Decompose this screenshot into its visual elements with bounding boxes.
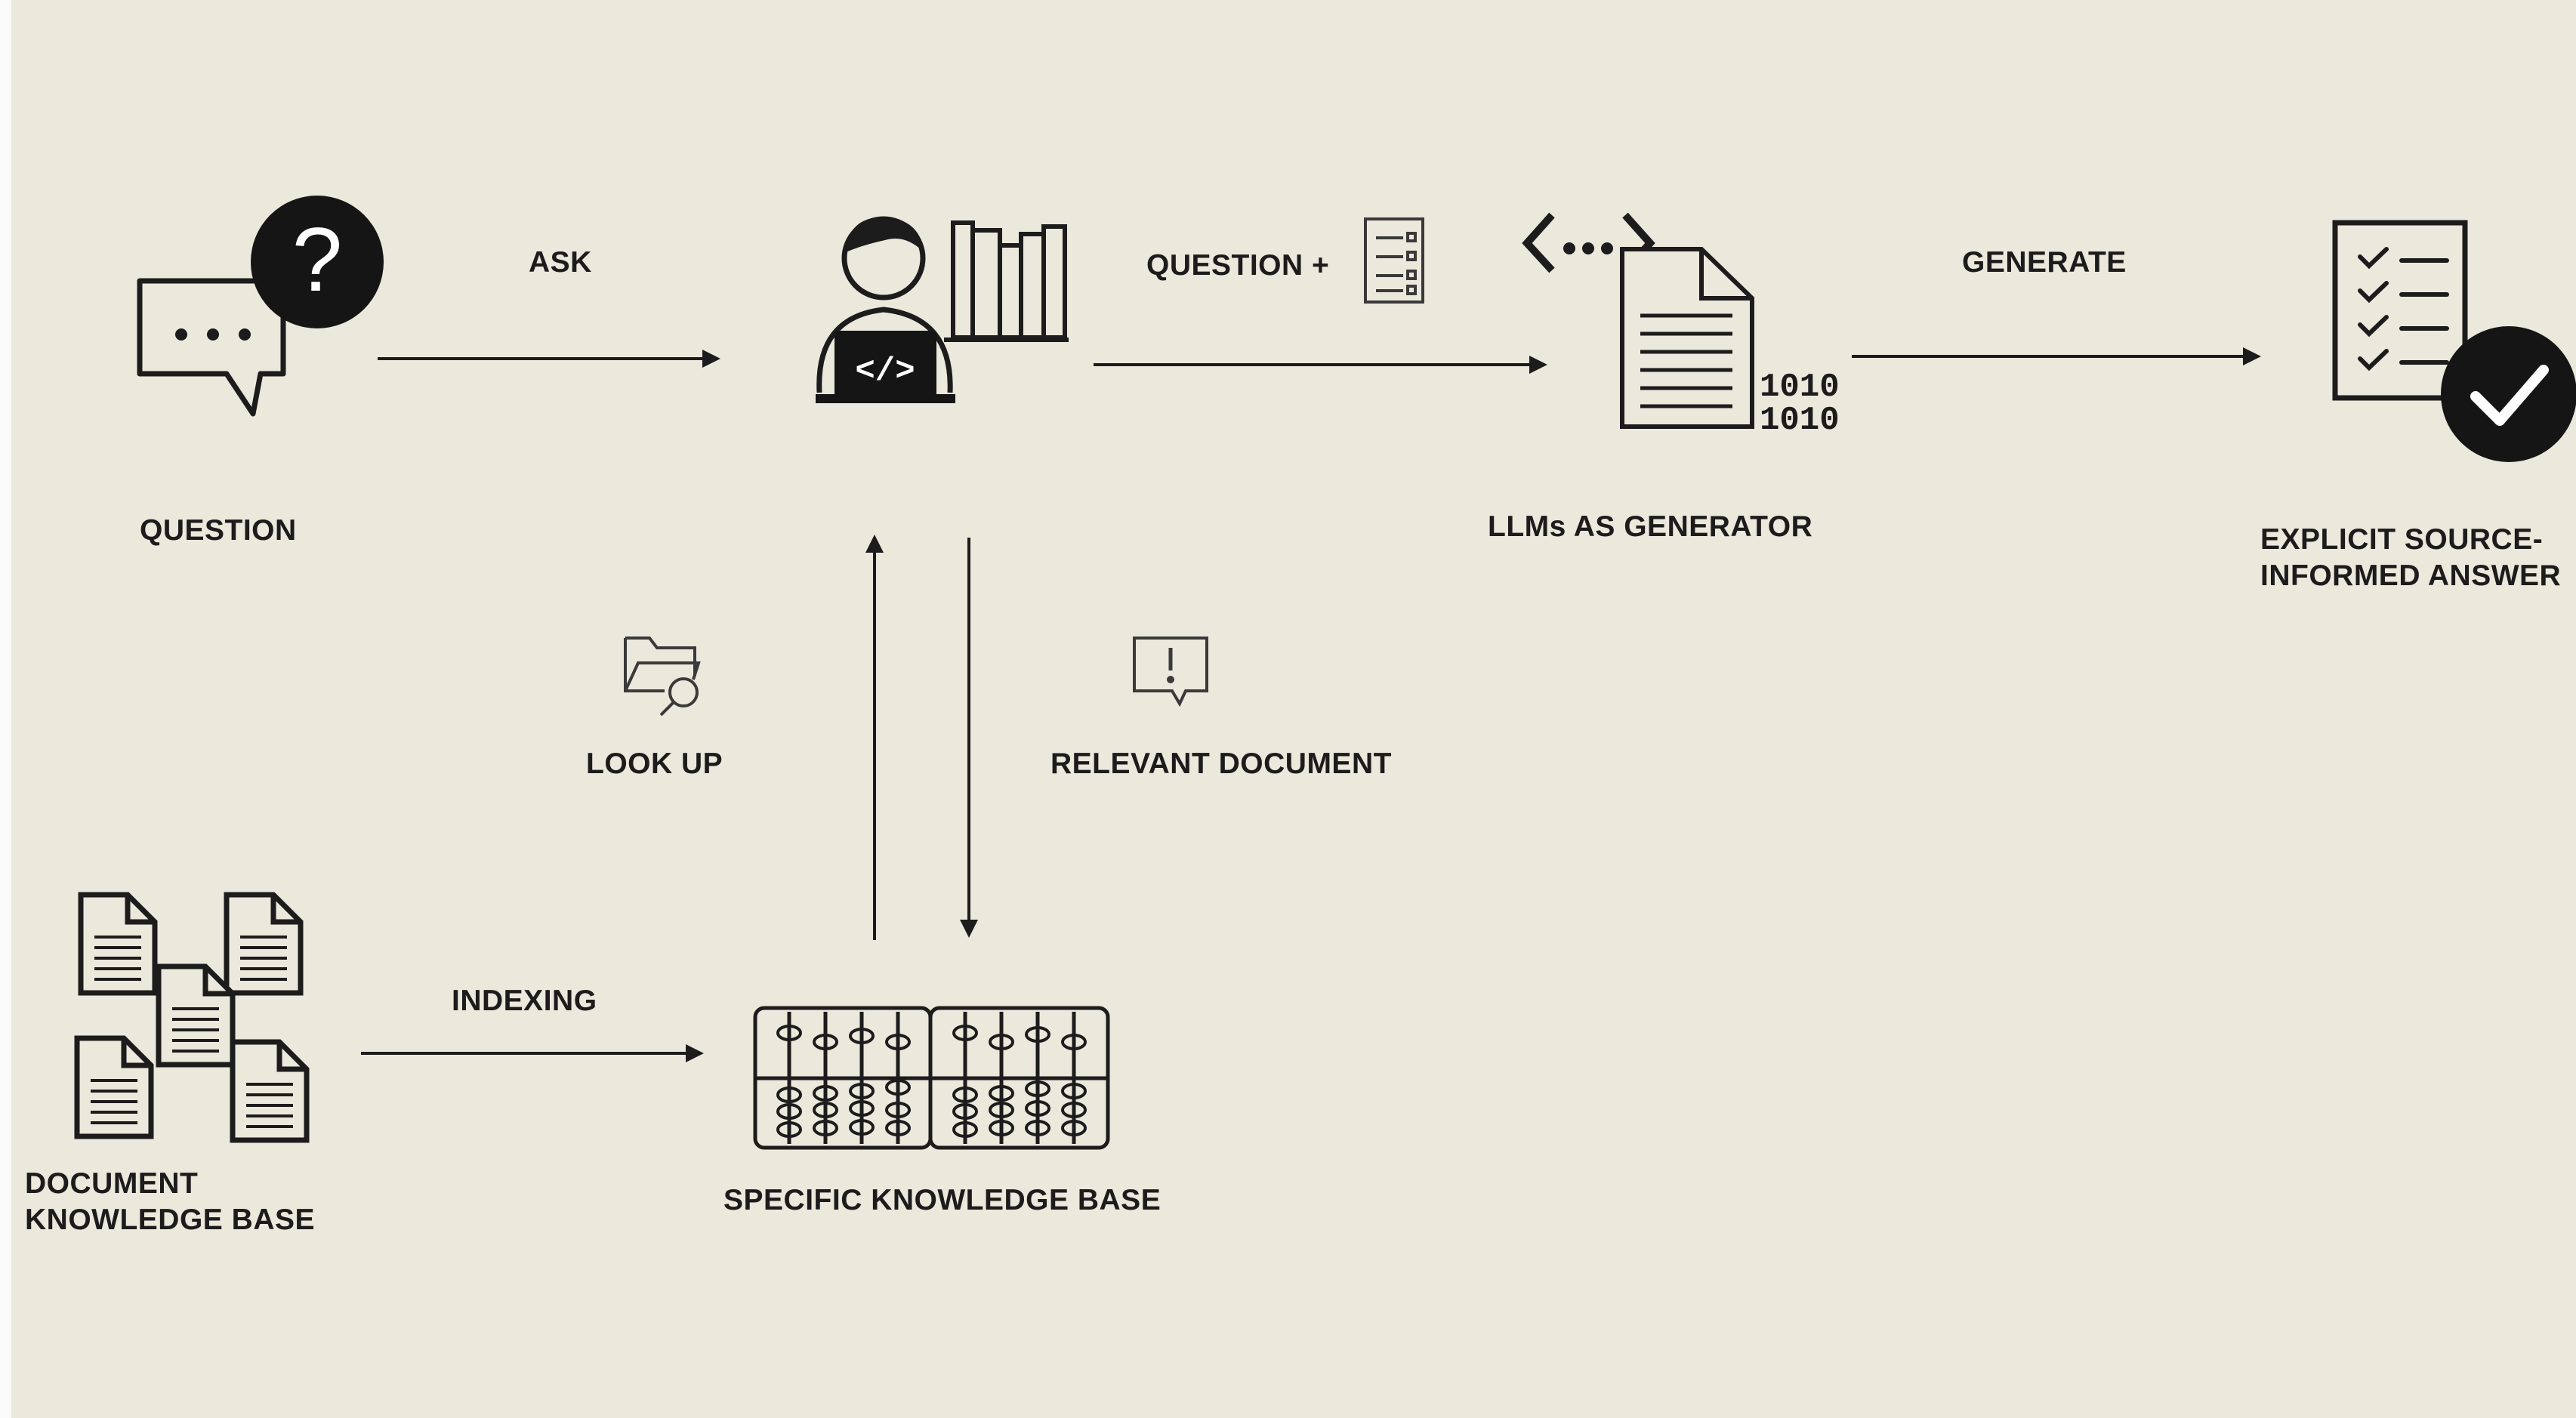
indexing-label: INDEXING: [452, 985, 597, 1017]
alert-speech-bubble-icon: [1133, 637, 1208, 707]
developer-laptop-books-icon: </>: [816, 216, 1069, 403]
speech-bubble-question-icon: ?: [137, 196, 384, 417]
ask-label: ASK: [529, 246, 592, 279]
diagram-canvas: [11, 0, 2576, 1418]
question-label: QUESTION: [140, 514, 297, 547]
explicit-answer-label-line2: INFORMED ANSWER: [2260, 559, 2562, 592]
explicit-answer-label-line1: EXPLICIT SOURCE-: [2260, 523, 2544, 556]
question-mark-glyph: ?: [292, 209, 343, 310]
svg-text:</>: </>: [855, 353, 915, 390]
code-document-binary-icon: 1010 1010: [1522, 212, 1840, 439]
arrows: [361, 347, 2261, 1062]
document-kb-label-line2: KNOWLEDGE BASE: [25, 1204, 316, 1236]
binary-line-1: 1010: [1760, 368, 1840, 406]
binary-line-2: 1010: [1760, 402, 1840, 439]
llms-as-generator-label: LLMs AS GENERATOR: [1488, 510, 1813, 543]
folder-search-icon: [624, 637, 701, 717]
relevant-document-label: RELEVANT DOCUMENT: [1050, 748, 1392, 780]
question-plus-label: QUESTION +: [1146, 249, 1330, 282]
small-list-document-icon: [1364, 217, 1424, 304]
abacus-database-icon: [753, 1006, 1110, 1150]
generate-label: GENERATE: [1962, 246, 2127, 279]
checklist-checkmark-icon: [2332, 220, 2576, 462]
document-cluster-icon: [74, 892, 310, 1143]
document-kb-label-line1: DOCUMENT: [25, 1167, 199, 1200]
specific-kb-label: SPECIFIC KNOWLEDGE BASE: [723, 1184, 1162, 1216]
look-up-label: LOOK UP: [586, 748, 723, 780]
